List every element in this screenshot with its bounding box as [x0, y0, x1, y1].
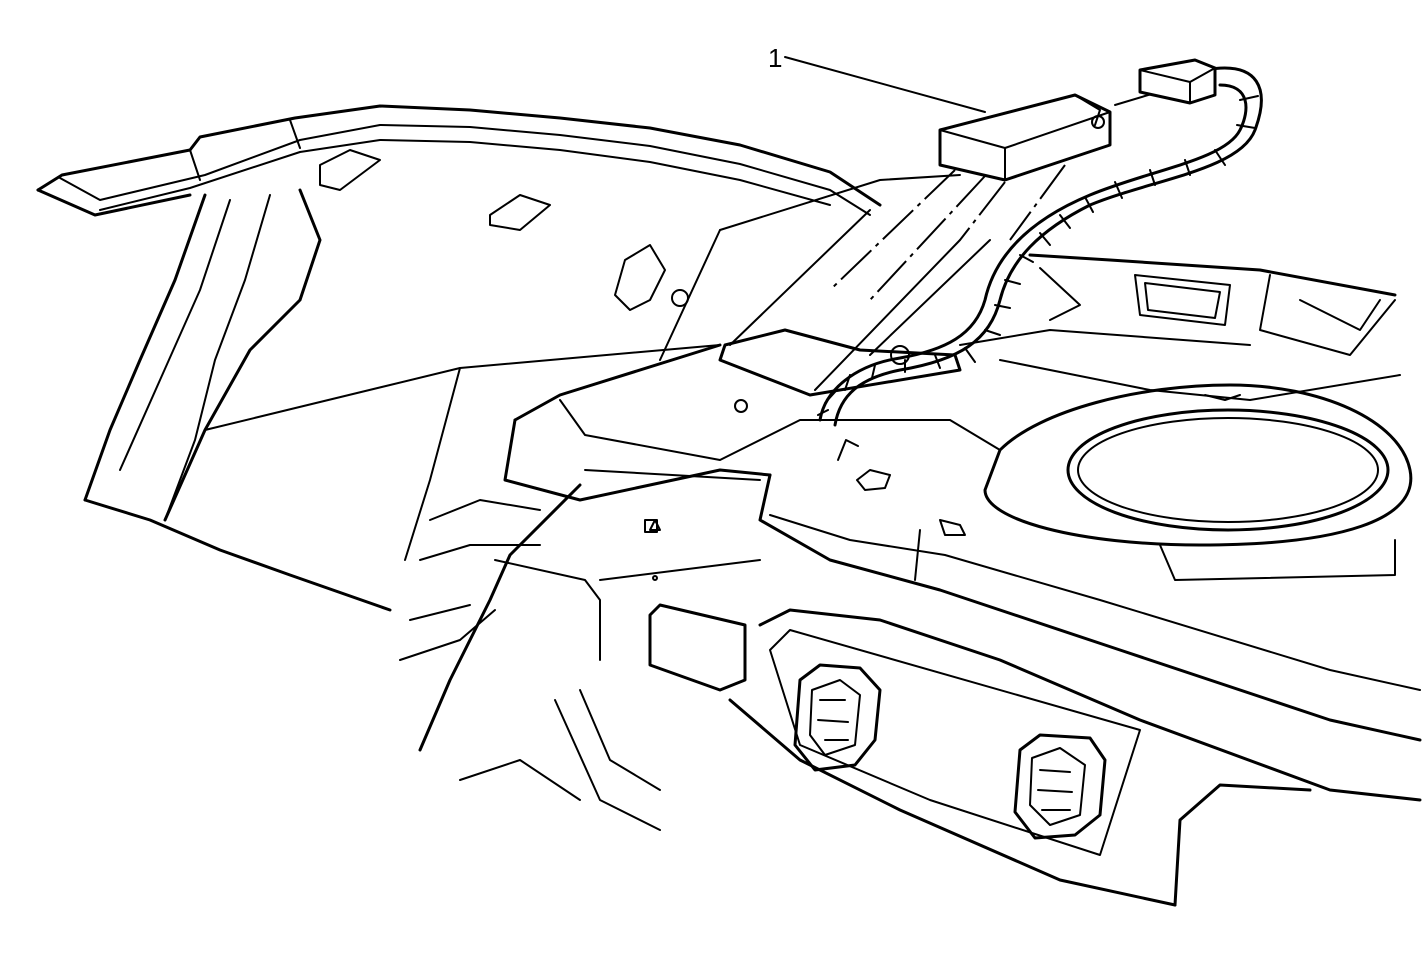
mounting-bracket — [718, 174, 991, 397]
trunk-floor — [503, 343, 1422, 742]
package-shelf — [36, 104, 882, 612]
spare-tire-well — [983, 383, 1413, 581]
rear-body-panel — [418, 483, 1422, 907]
right-side-panels — [959, 253, 1401, 401]
control-module — [938, 93, 1112, 182]
callout-leader-line — [784, 56, 986, 113]
callout-label: 1 — [768, 43, 782, 73]
callout-1: 1 — [768, 43, 986, 113]
conduit-ribs — [817, 95, 1259, 416]
left-lower-interior — [399, 499, 581, 801]
tail-lamp-openings — [793, 663, 1107, 840]
mounting-guide-lines — [829, 164, 1066, 301]
wiring-harness — [817, 58, 1263, 427]
